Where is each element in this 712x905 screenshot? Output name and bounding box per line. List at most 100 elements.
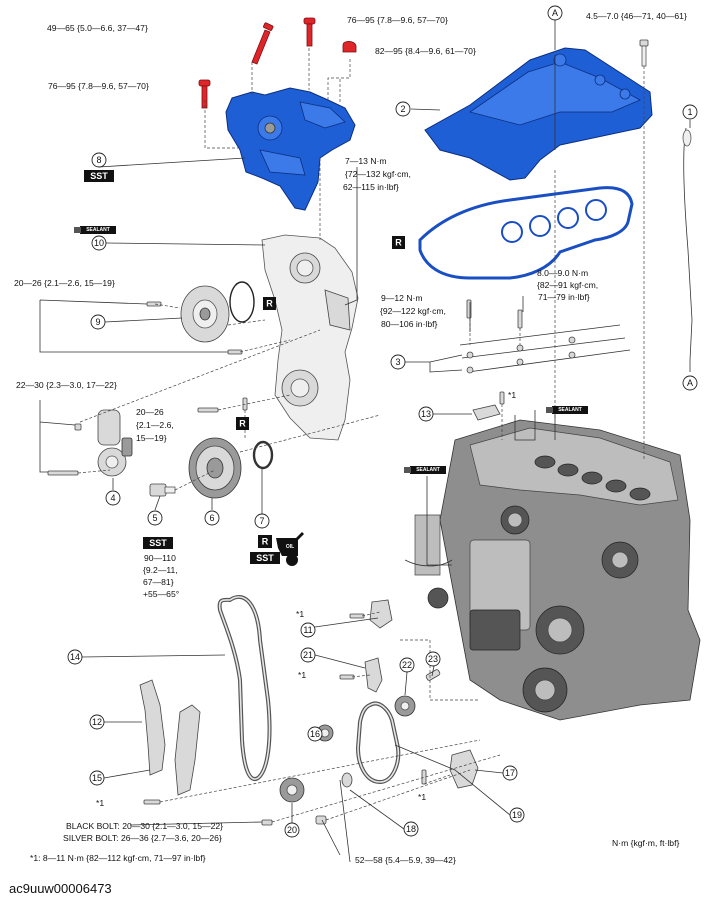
svg-text:2: 2 — [400, 104, 405, 114]
oil-dipstick — [682, 127, 693, 361]
svg-text:{92—122 kgf·cm,: {92—122 kgf·cm, — [380, 306, 446, 316]
svg-text:7: 7 — [259, 516, 264, 526]
callout-7: 7 — [254, 513, 270, 529]
svg-text:80—106 in·lbf}: 80—106 in·lbf} — [381, 319, 438, 329]
assembly-lines — [77, 48, 645, 823]
torque-labels: 49—65 {5.0—6.6, 37—47} 76—95 {7.8—9.6, 5… — [14, 11, 687, 865]
svg-text:SEALANT: SEALANT — [416, 467, 440, 473]
figure-id: ac9uuw00006473 — [9, 881, 112, 896]
svg-text:13: 13 — [421, 409, 431, 419]
svg-text:90—110: 90—110 — [144, 553, 176, 563]
svg-text:SEALANT: SEALANT — [558, 407, 582, 413]
svg-text:{2.1—2.6,: {2.1—2.6, — [136, 420, 174, 430]
cam-sensor-plate — [472, 404, 501, 421]
svg-text:20—26 {2.1—2.6, 15—19}: 20—26 {2.1—2.6, 15—19} — [14, 278, 115, 288]
callout-16: 16 — [307, 726, 323, 742]
cylinder-head-cover — [424, 47, 653, 181]
svg-text:R: R — [239, 419, 246, 429]
svg-text:SST: SST — [256, 553, 274, 563]
callout-4: 4 — [105, 490, 121, 506]
svg-text:BLACK BOLT: 20—30 {2.1—3.0, 15: BLACK BOLT: 20—30 {2.1—3.0, 15—22} — [66, 821, 223, 831]
svg-text:4.5—7.0 {46—71, 40—61}: 4.5—7.0 {46—71, 40—61} — [586, 11, 687, 21]
head-cover-gasket — [418, 186, 634, 280]
chain-guide-small — [364, 657, 383, 693]
replace-badge-7: R — [258, 535, 272, 548]
svg-text:{82—91 kgf·cm,: {82—91 kgf·cm, — [537, 280, 598, 290]
cover-bolts — [198, 17, 357, 109]
svg-text:A: A — [552, 8, 558, 18]
svg-text:67—81}: 67—81} — [143, 577, 174, 587]
oil-pump-washer — [341, 772, 353, 788]
footnote: *1: 8—11 N·m {82—112 kgf·cm, 71—97 in·lb… — [30, 853, 206, 863]
callout-5: 5 — [147, 510, 163, 526]
camshaft-plates — [459, 324, 631, 374]
crankshaft-pulley — [188, 437, 242, 499]
sst-badge-5: SST — [143, 537, 173, 549]
svg-text:52—58 {5.4—5.9, 39—42}: 52—58 {5.4—5.9, 39—42} — [355, 855, 456, 865]
svg-text:*1: *1 — [508, 390, 516, 400]
timing-chain-cover — [225, 87, 356, 211]
chain-tensioner-arm — [174, 704, 201, 796]
svg-text:15—19}: 15—19} — [136, 433, 167, 443]
drive-belt-tensioner — [97, 409, 133, 477]
callout-10: 10 — [91, 235, 107, 251]
svg-text:17: 17 — [505, 768, 515, 778]
callout-6: 6 — [204, 510, 220, 526]
pulley-bolt — [149, 483, 176, 497]
svg-text:6: 6 — [209, 513, 214, 523]
svg-text:62—115 in·lbf}: 62—115 in·lbf} — [343, 182, 399, 192]
svg-text:11: 11 — [303, 625, 312, 635]
svg-text:+55—65°: +55—65° — [143, 589, 179, 599]
callout-15: 15 — [89, 770, 105, 786]
engine-assembly — [404, 419, 701, 721]
callout-9: 9 — [90, 314, 106, 330]
callout-12: 12 — [89, 714, 105, 730]
svg-text:22—30 {2.3—3.0, 17—22}: 22—30 {2.3—3.0, 17—22} — [16, 380, 117, 390]
dipstick-bolt — [639, 39, 649, 67]
svg-text:19: 19 — [512, 810, 522, 820]
callout-17: 17 — [502, 765, 518, 781]
svg-text:14: 14 — [70, 652, 80, 662]
svg-text:R: R — [395, 238, 402, 248]
ref-a-top: A — [547, 5, 563, 21]
replace-badge-seal: R — [236, 417, 249, 430]
svg-text:22: 22 — [402, 660, 412, 670]
oil-pump-chain-guide-pin — [425, 669, 441, 681]
svg-text:15: 15 — [92, 773, 102, 783]
svg-text:*1: *1 — [296, 609, 304, 619]
svg-text:20: 20 — [287, 825, 297, 835]
callout-circles: 1 2 3 4 5 6 7 8 9 10 11 12 13 14 15 16 1… — [67, 5, 698, 838]
callout-1: 1 — [682, 104, 698, 120]
svg-text:1: 1 — [687, 107, 692, 117]
callout-20: 20 — [284, 822, 300, 838]
svg-text:{72—132 kgf·cm,: {72—132 kgf·cm, — [345, 169, 411, 179]
svg-text:23: 23 — [428, 654, 438, 664]
svg-text:R: R — [266, 299, 273, 309]
ref-a-bottom: A — [682, 375, 698, 391]
svg-text:{9.2—11,: {9.2—11, — [143, 565, 178, 575]
callout-18: 18 — [403, 821, 419, 837]
oil-pump-tensioner — [449, 749, 479, 789]
svg-text:18: 18 — [406, 824, 416, 834]
svg-text:21: 21 — [303, 650, 313, 660]
svg-text:76—95 {7.8—9.6, 57—70}: 76—95 {7.8—9.6, 57—70} — [347, 15, 448, 25]
chain-guide — [139, 679, 166, 776]
sst-badge-7: SST — [250, 552, 280, 564]
engine-cam-cups — [534, 455, 651, 501]
svg-text:8.0—9.0 N·m: 8.0—9.0 N·m — [537, 268, 588, 278]
callout-3: 3 — [390, 354, 406, 370]
svg-text:9—12 N·m: 9—12 N·m — [381, 293, 423, 303]
timing-chain — [217, 594, 272, 781]
idler-bracket — [369, 599, 393, 629]
svg-text:A: A — [687, 378, 693, 388]
svg-text:OIL: OIL — [286, 544, 294, 550]
svg-text:71—79 in·lbf}: 71—79 in·lbf} — [538, 292, 590, 302]
oil-pump-sprocket — [394, 695, 416, 717]
callout-19: 19 — [509, 807, 525, 823]
water-pump-o-ring — [229, 281, 255, 323]
callout-2: 2 — [395, 101, 411, 117]
svg-text:*1: *1 — [96, 798, 104, 808]
oil-can-icon: OIL — [276, 532, 304, 566]
balancer-sprocket — [279, 777, 305, 803]
